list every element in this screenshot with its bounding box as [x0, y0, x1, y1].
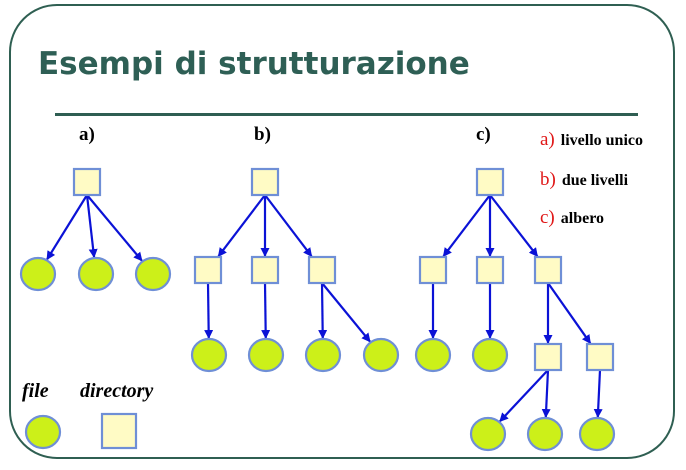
tree-edge-arrow	[547, 282, 592, 344]
tree-edge-arrow	[442, 194, 491, 257]
file-node	[471, 337, 509, 373]
file-node	[19, 256, 57, 292]
file-node	[526, 416, 564, 452]
directory-node	[193, 255, 223, 285]
directory-node	[72, 167, 102, 197]
legend-text: due livelli	[561, 172, 629, 189]
tree-edge-arrow	[261, 282, 271, 340]
directory-node	[533, 342, 563, 372]
legend-item-a: a) livello unico	[540, 129, 643, 151]
tree-edge-arrow	[217, 194, 266, 257]
file-node	[77, 256, 115, 292]
panel-b-label: b)	[254, 124, 271, 145]
slide-title: Esempi di strutturazione	[38, 46, 470, 82]
tree-edge-arrow	[318, 282, 328, 340]
tree-edge-arrow	[499, 369, 549, 423]
legend-key: a)	[540, 129, 555, 150]
directory-node	[585, 342, 615, 372]
file-node	[247, 337, 285, 373]
legend-text: albero	[560, 210, 605, 227]
slide-frame	[9, 4, 675, 459]
file-node	[304, 337, 342, 373]
legend-item-c: c) albero	[540, 207, 604, 229]
legend-text: livello unico	[560, 132, 643, 149]
file-node	[414, 337, 452, 373]
title-divider	[55, 113, 638, 116]
directory-node	[475, 167, 505, 197]
tree-edge-arrow	[593, 369, 603, 419]
legend-key: b)	[540, 169, 556, 190]
panel-a-label: a)	[79, 124, 95, 145]
file-node	[578, 416, 616, 452]
legend-directory-icon	[100, 412, 138, 450]
directory-node	[250, 255, 280, 285]
tree-edge-arrow	[85, 194, 98, 259]
legend-file-icon	[24, 414, 62, 450]
legend-key: c)	[540, 207, 555, 228]
directory-caption: directory	[80, 380, 154, 402]
legend-item-b: b) due livelli	[540, 169, 628, 191]
directory-node	[250, 167, 280, 197]
file-node	[362, 337, 400, 373]
file-node	[134, 256, 172, 292]
directory-node	[307, 255, 337, 285]
tree-edge-arrow	[321, 282, 371, 343]
directory-node	[418, 255, 448, 285]
tree-edge-arrow	[489, 194, 539, 258]
tree-edge-arrow	[264, 194, 313, 257]
panel-c-label: c)	[476, 124, 491, 145]
tree-edge-arrow	[204, 282, 214, 340]
tree-edge-arrow	[541, 369, 551, 419]
directory-node	[475, 255, 505, 285]
tree-edge-arrow	[86, 194, 143, 262]
tree-edge-arrow	[46, 194, 88, 261]
file-caption: file	[22, 380, 49, 402]
directory-node	[533, 255, 563, 285]
file-node	[469, 416, 507, 452]
file-node	[190, 337, 228, 373]
